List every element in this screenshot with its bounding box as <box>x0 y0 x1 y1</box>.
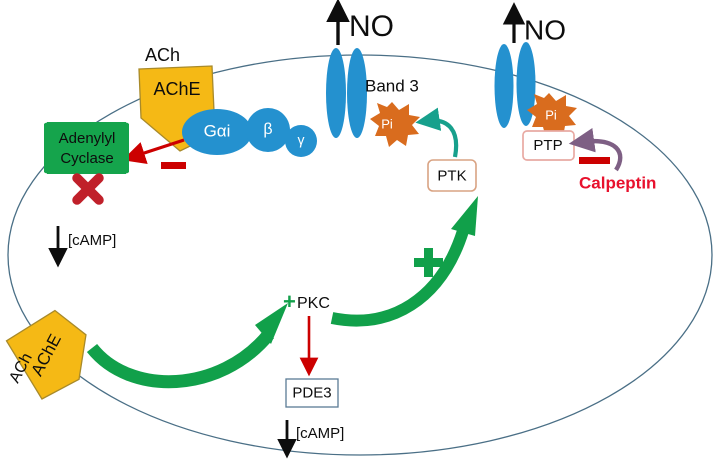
ache-bottom-shape <box>5 309 87 400</box>
band3-label: Band 3 <box>365 76 419 95</box>
x-mark-icon <box>72 173 104 205</box>
adenylyl-cyclase-label-line1: Adenylyl <box>59 130 116 147</box>
ptk-box <box>427 159 477 192</box>
pi-star-band3: Pi <box>370 102 420 147</box>
ache-activates-pkc-arrow <box>86 329 275 389</box>
g-alpha-i-subunit <box>182 109 252 155</box>
plus-icon-ptk <box>414 248 443 277</box>
g-protein-complex: Gαi β γ <box>182 108 317 157</box>
channel-helix-right-a <box>494 44 514 128</box>
no-channel-right: NO <box>494 2 566 128</box>
pi-label-band3: Pi <box>381 116 393 131</box>
camp-decrease-bottom: [cAMP] <box>277 420 344 459</box>
channel-helix-left-b <box>347 48 367 138</box>
camp-bottom-label: [cAMP] <box>296 425 344 442</box>
ache-top-label: AChE <box>153 79 200 99</box>
ptp-label: PTP <box>533 137 562 154</box>
pi-label-ptp: Pi <box>545 107 557 122</box>
calpeptin-label: Calpeptin <box>579 173 656 192</box>
pi-star-ptp-shape <box>527 93 577 138</box>
ach-top-label: ACh <box>145 45 180 65</box>
ache-activates-pkc-arrowhead <box>255 303 288 344</box>
x-mark-stroke-b <box>72 173 104 205</box>
no-label-right: NO <box>524 14 566 45</box>
adenylyl-cyclase-label-line2: Cyclase <box>60 150 113 167</box>
camp-decrease-left: [cAMP] <box>48 226 116 268</box>
pkc-activates-ptk-arrowhead <box>451 196 478 236</box>
channel-helix-left-a <box>326 48 346 138</box>
g-alpha-i-label: Gαi <box>204 121 231 140</box>
pde3-box <box>285 378 339 408</box>
pde3-label: PDE3 <box>292 384 331 401</box>
ache-receptor-bottom: AChE <box>5 309 87 400</box>
g-beta-subunit <box>246 108 290 152</box>
channel-helix-right-b <box>516 42 536 126</box>
pi-star-band3-shape <box>370 102 420 147</box>
gai-inhibits-ac-arrow <box>122 138 185 164</box>
g-gamma-subunit <box>285 125 317 157</box>
pkc-plus-sign: + <box>283 289 296 314</box>
ptk-dephosphorylation-arrow <box>415 107 459 158</box>
calpeptin-inhibition-arrow <box>568 127 623 172</box>
plus-icon-ptk-horizontal <box>414 258 443 267</box>
gai-minus-sign <box>161 162 186 169</box>
no-label-left: NO <box>349 10 394 43</box>
calpeptin-minus-sign <box>579 157 610 164</box>
adenylyl-cyclase-node: Adenylyl Cyclase <box>44 122 129 174</box>
pkc-label: PKC <box>297 295 330 312</box>
adenylyl-cyclase-body <box>47 122 126 174</box>
camp-left-label: [cAMP] <box>68 232 116 249</box>
no-channel-left: NO <box>326 0 394 138</box>
ptk-label: PTK <box>437 167 466 184</box>
g-gamma-label: γ <box>298 132 305 148</box>
ptp-node: PTP <box>522 130 575 161</box>
pde3-node: PDE3 <box>285 378 339 408</box>
g-beta-label: β <box>263 121 272 138</box>
pi-star-ptp: Pi <box>527 93 577 138</box>
ptk-node: PTK <box>427 159 477 192</box>
pkc-activates-ptk-arrow <box>330 229 469 327</box>
